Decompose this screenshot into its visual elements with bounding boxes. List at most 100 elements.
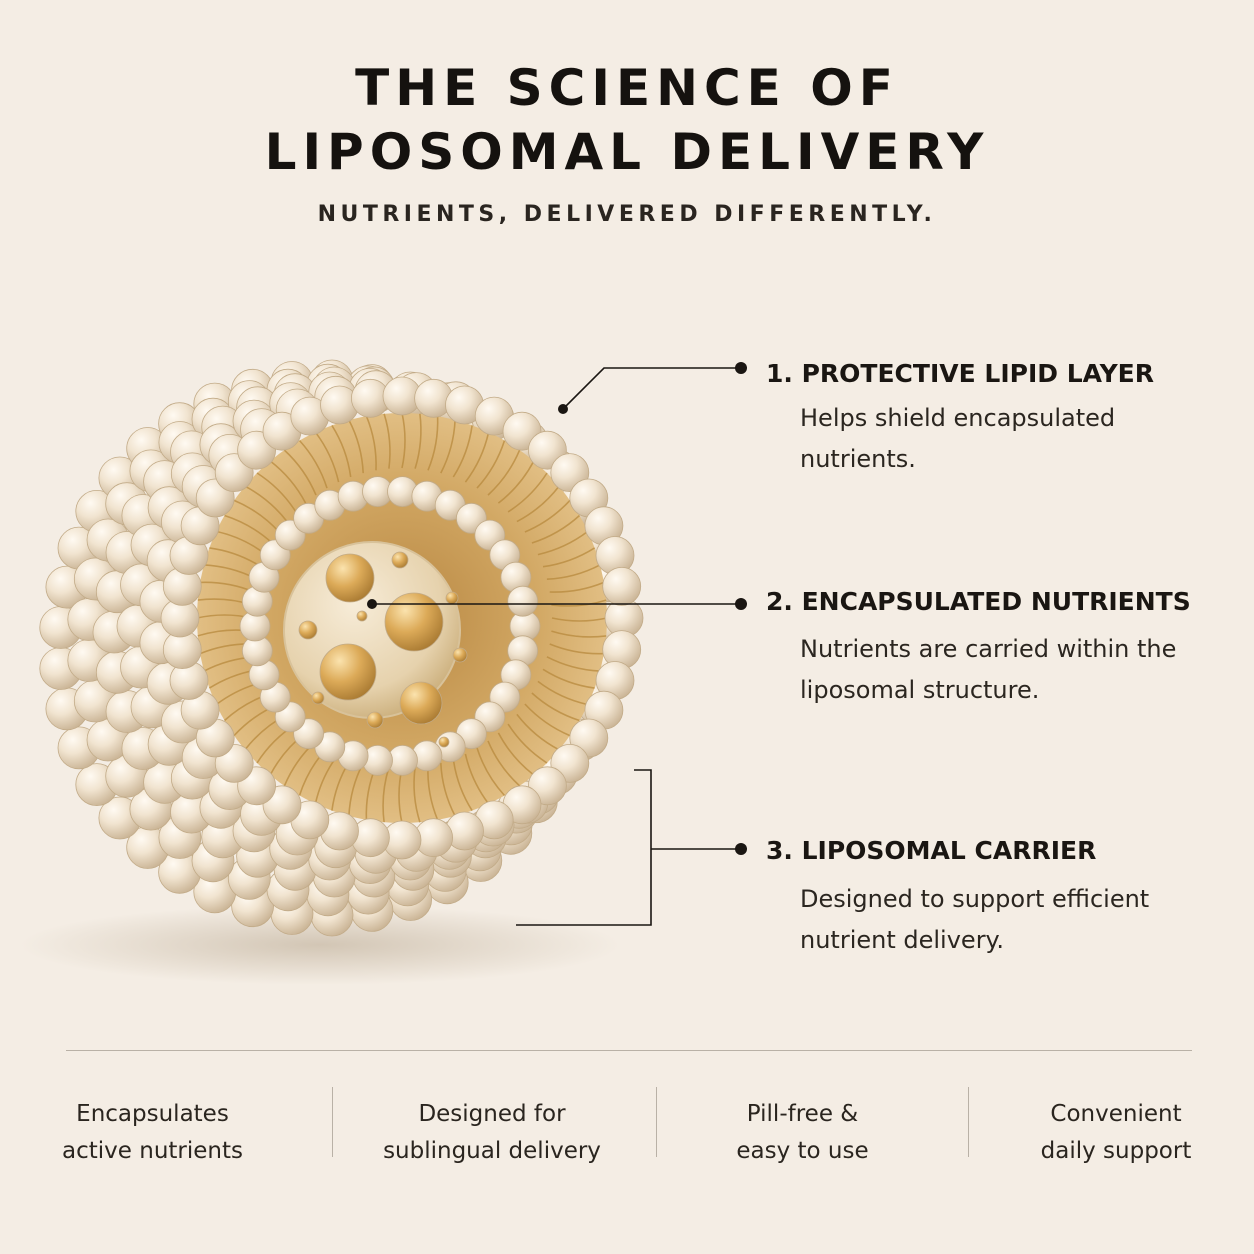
lipid-tail [413, 767, 421, 823]
callout-3-description: Designed to support efficient nutrient d… [800, 885, 1150, 954]
callout-3-title: 3. LIPOSOMAL CARRIER [766, 836, 1097, 865]
nutrient-particle [366, 711, 384, 729]
lipid-tail [524, 703, 571, 737]
feature-separator [968, 1087, 969, 1157]
section-divider [66, 1050, 1192, 1051]
feature-4-line-1: Convenient [1050, 1101, 1182, 1127]
callout-1-dot-start [558, 404, 568, 414]
lipid-tail [546, 656, 601, 672]
nutrient-particle [356, 610, 368, 622]
lipid-tail [224, 514, 273, 544]
lipid-tail [256, 472, 297, 513]
lipid-tail [476, 440, 506, 489]
feature-2-line-1: Designed for [418, 1101, 566, 1127]
lipid-tail [283, 449, 317, 496]
feature-sublingual: Designed for sublingual delivery [362, 1096, 622, 1170]
lipid-tail [542, 668, 595, 689]
feature-2-line-2: sublingual delivery [383, 1138, 601, 1164]
callout-2-description: Nutrients are carried within the liposom… [800, 635, 1177, 704]
page-subtitle: NUTRIENTS, DELIVERED DIFFERENTLY. [317, 202, 937, 227]
diagram-shadow [20, 905, 620, 985]
lipid-tail [531, 692, 580, 722]
lipid-tail [383, 413, 391, 469]
nutrient-particle [311, 691, 325, 705]
feature-pill-free: Pill-free & easy to use [690, 1096, 915, 1170]
callout-1-leader [562, 367, 741, 410]
lipid-tail [464, 432, 490, 483]
lipid-tail [487, 449, 521, 496]
lipid-tail [549, 581, 605, 593]
callout-3-bracket [516, 769, 652, 926]
lipid-tail [551, 617, 608, 622]
nutrient-particle [399, 681, 443, 725]
lipid-tail [516, 485, 560, 523]
nutrient-particle [319, 643, 377, 701]
callout-leader-lines [372, 367, 741, 926]
feature-encapsulates: Encapsulates active nutrients [40, 1096, 265, 1170]
lipid-tail [507, 472, 548, 513]
lipid-tail [452, 425, 473, 478]
lipid-tail [516, 713, 560, 751]
nutrient-particle [445, 591, 459, 605]
nutrient-particles [298, 551, 468, 748]
lipid-tail [414, 413, 422, 469]
outer-lipid-head [602, 567, 642, 606]
lipid-tail [452, 758, 473, 812]
lipid-tail [524, 499, 571, 533]
lipid-tail [542, 547, 596, 568]
feature-1-line-1: Encapsulates [76, 1101, 229, 1127]
feature-separator [332, 1087, 333, 1157]
callout-2-dot-end [735, 598, 747, 610]
lipid-tail [314, 431, 340, 483]
nutrient-particle [438, 736, 450, 748]
feature-daily-support: Convenient daily support [1000, 1096, 1232, 1170]
lipid-tail [331, 424, 352, 478]
nutrient-particle [452, 647, 468, 663]
lipid-tail [551, 630, 607, 638]
callout-1-dot-end [735, 362, 747, 374]
lipid-tail [537, 680, 588, 706]
lipid-tail [401, 412, 406, 469]
lipid-tail [507, 723, 548, 764]
lipid-tail [348, 419, 364, 474]
lipid-tail [440, 419, 456, 474]
lipid-tail [440, 762, 456, 817]
lipid-tail [298, 439, 328, 489]
callout-2-dot-start [367, 599, 377, 609]
lipid-tail [427, 416, 439, 471]
lipid-tail [497, 732, 535, 776]
feature-1-line-2: active nutrients [62, 1138, 243, 1164]
nutrient-particle [298, 620, 318, 640]
nutrient-particle [391, 551, 409, 569]
lipid-tail [497, 460, 535, 504]
lipid-tail [487, 740, 521, 787]
lipid-tail [244, 485, 288, 523]
callout-1-title: 1. PROTECTIVE LIPID LAYER [766, 359, 1155, 388]
nutrient-particle [384, 592, 444, 652]
feature-3-line-2: easy to use [736, 1138, 869, 1164]
lipid-tail [546, 564, 601, 580]
nutrient-particle [325, 553, 375, 603]
lipid-tail [551, 599, 607, 607]
lipid-tail [464, 753, 490, 805]
lipid-tail [537, 530, 589, 556]
feature-3-line-1: Pill-free & [746, 1101, 859, 1127]
lipid-tail [549, 643, 604, 655]
lipid-tail [531, 514, 581, 544]
feature-4-line-2: daily support [1040, 1138, 1192, 1164]
inner-lipid-ring [239, 476, 541, 776]
feature-separator [656, 1087, 657, 1157]
callout-1-description: Helps shield encapsulated nutrients. [800, 404, 1116, 473]
lipid-tail [233, 499, 280, 533]
outer-lipid-ring [160, 376, 644, 860]
lipid-tail [476, 747, 506, 797]
lipid-tail [269, 460, 307, 504]
inner-lipid-head [507, 585, 539, 617]
page-title-line-2: LIPOSOMAL DELIVERY [264, 123, 990, 181]
page-title-line-1: THE SCIENCE OF [355, 59, 899, 117]
lipid-tail [365, 415, 377, 471]
callout-3-dot-end [735, 843, 747, 855]
callout-2-title: 2. ENCAPSULATED NUTRIENTS [766, 587, 1191, 616]
callout-dots [367, 362, 747, 855]
